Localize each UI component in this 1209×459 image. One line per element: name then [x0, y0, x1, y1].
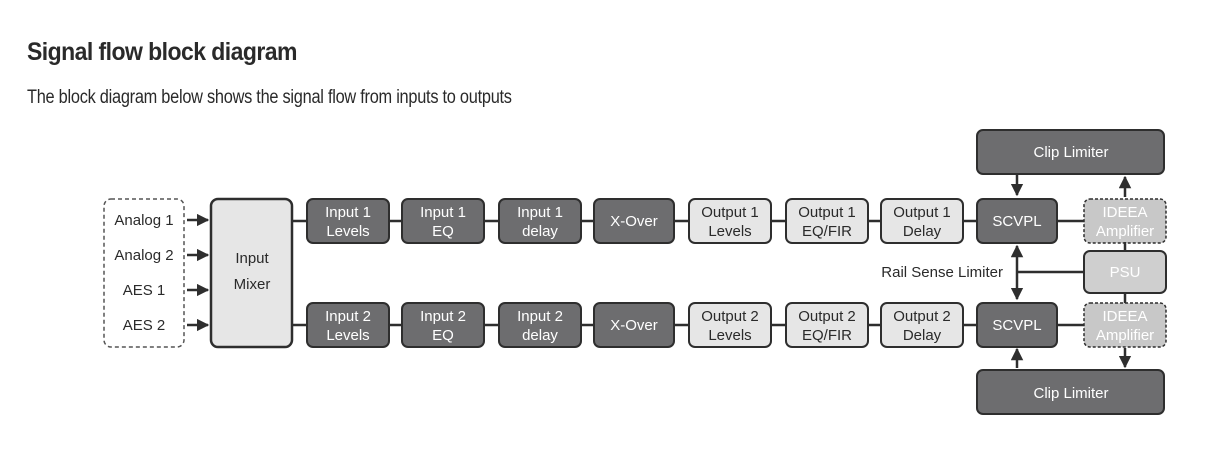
chain-1-block-1	[306, 198, 390, 244]
chain-2-block-6	[785, 302, 869, 348]
chain-1-block-8	[976, 198, 1058, 244]
chain-1-block-5	[688, 198, 772, 244]
psu-block	[1083, 250, 1167, 294]
chain-2-block-1	[306, 302, 390, 348]
chain-2-block-5-label-1: Output 2	[701, 308, 759, 325]
chain-1-block-3	[498, 198, 582, 244]
chain-1-block-6-label-1: Output 1	[798, 204, 856, 221]
input-aes-2: AES 2	[123, 317, 166, 334]
chain-1-block-2-label-2: EQ	[432, 223, 454, 240]
chain-2-block-5-label-2: Levels	[708, 327, 751, 344]
chain-2-block-6-label-2: EQ/FIR	[802, 327, 852, 344]
chain-2-block-9-label-2: Amplifier	[1096, 327, 1154, 344]
input-analog-2: Analog 2	[114, 247, 173, 264]
chain-2-block-7	[880, 302, 964, 348]
chain-1-block-9-label-2: Amplifier	[1096, 223, 1154, 240]
chain-1-block-8-label-1: SCVPL	[992, 213, 1041, 230]
chain-2-block-3-label-1: Input 2	[517, 308, 563, 325]
page-subtitle: The block diagram below shows the signal…	[27, 87, 512, 108]
input-mixer-block	[209, 197, 294, 349]
chain-2-block-4-label-1: X-Over	[610, 317, 658, 334]
chain-2: Input 2 Levels Input 2 EQ Input 2 delay X-Over…	[306, 302, 1167, 348]
chain-2-block-8-label-1: SCVPL	[992, 317, 1041, 334]
chain-2-block-8	[976, 302, 1058, 348]
chain-2-block-7-label-1: Output 2	[893, 308, 951, 325]
chain-2-block-2	[401, 302, 485, 348]
chain-1-block-1-label-2: Levels	[326, 223, 369, 240]
chain-2-block-2-label-1: Input 2	[420, 308, 466, 325]
chain-1-block-4-label-1: X-Over	[610, 213, 658, 230]
clip-limiter-top-block	[976, 129, 1165, 175]
input-mixer-label-1: Input	[235, 250, 269, 267]
chain-1-block-6	[785, 198, 869, 244]
input-sources-group	[103, 198, 185, 348]
clip-limiter-top-label: Clip Limiter	[1033, 144, 1108, 161]
chain-2-block-3	[498, 302, 582, 348]
chain-2-block-3-label-2: delay	[522, 327, 558, 344]
clip-limiter-bottom-label: Clip Limiter	[1033, 385, 1108, 402]
chain-2-block-7-label-2: Delay	[903, 327, 942, 344]
chain-1-block-1-label-1: Input 1	[325, 204, 371, 221]
chain-1-block-5-label-1: Output 1	[701, 204, 759, 221]
chain-1-block-3-label-2: delay	[522, 223, 558, 240]
chain-2-block-1-label-2: Levels	[326, 327, 369, 344]
chain-2-block-5	[688, 302, 772, 348]
chain-1-block-7-label-1: Output 1	[893, 204, 951, 221]
chain-1-block-6-label-2: EQ/FIR	[802, 223, 852, 240]
chain-1-block-2-label-1: Input 1	[420, 204, 466, 221]
chain-2-block-4	[593, 302, 675, 348]
chain-2-block-9-label-1: IDEEA	[1102, 308, 1147, 325]
chain-1-block-9-label-1: IDEEA	[1102, 204, 1147, 221]
chain-1-block-7	[880, 198, 964, 244]
rail-sense-label: Rail Sense Limiter	[881, 264, 1003, 281]
input-analog-1: Analog 1	[114, 212, 173, 229]
chain-2-block-2-label-2: EQ	[432, 327, 454, 344]
clip-limiter-bottom-block	[976, 369, 1165, 415]
chain-1: Input 1 Levels Input 1 EQ Input 1 delay X-Over…	[306, 198, 1167, 244]
page-title: Signal flow block diagram	[27, 38, 297, 66]
input-mixer-label-2: Mixer	[234, 276, 271, 293]
chain-1-block-3-label-1: Input 1	[517, 204, 563, 221]
chain-2-block-1-label-1: Input 2	[325, 308, 371, 325]
input-aes-1: AES 1	[123, 282, 166, 299]
chain-1-block-2	[401, 198, 485, 244]
chain-1-block-7-label-2: Delay	[903, 223, 942, 240]
psu-label: PSU	[1110, 264, 1141, 281]
chain-2-block-6-label-1: Output 2	[798, 308, 856, 325]
chain-1-block-5-label-2: Levels	[708, 223, 751, 240]
chain-1-block-4	[593, 198, 675, 244]
